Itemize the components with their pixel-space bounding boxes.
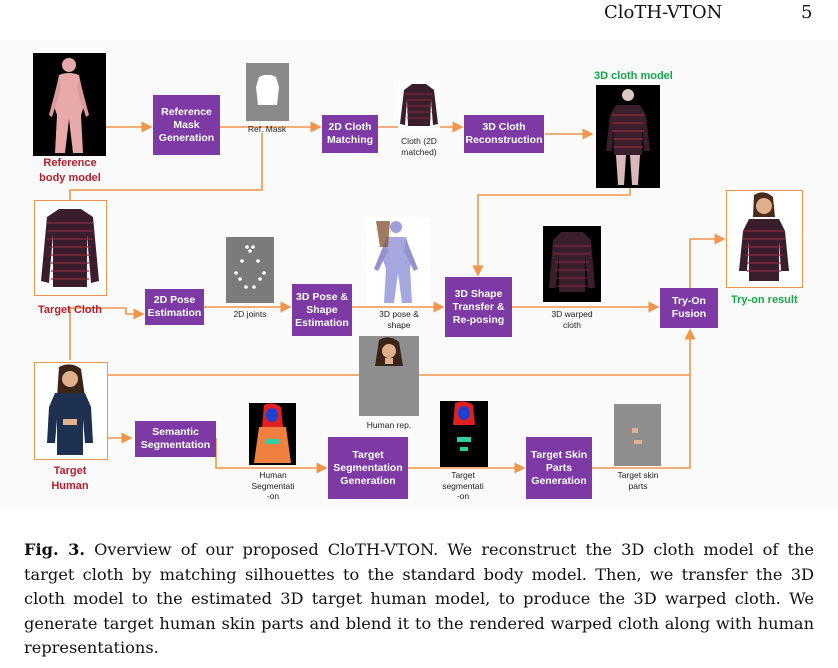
warped-cloth-3d-image xyxy=(543,226,601,302)
figure-caption: Fig. 3. Overview of our proposed CloTH-V… xyxy=(24,538,814,661)
tryon-fusion-box: Try-On Fusion xyxy=(660,288,718,328)
target-seg-image xyxy=(440,401,488,467)
pose-estimation-box: 2D Pose Estimation xyxy=(145,289,204,325)
pose-shape-estimation-box: 3D Pose & Shape Estimation xyxy=(292,284,352,336)
cloth-2d-image xyxy=(398,80,440,130)
reference-body-image xyxy=(33,53,106,156)
pose-shape-3d-label: 3D pose & shape xyxy=(379,309,419,330)
pose-shape-3d-image xyxy=(366,217,430,305)
target-human-frame xyxy=(34,362,108,460)
target-cloth-label: Target Cloth xyxy=(38,304,102,316)
caption-label: Fig. 3. xyxy=(24,540,86,559)
reference-mask-generation-box: Reference Mask Generation xyxy=(153,95,220,155)
target-skin-label: Target skin parts xyxy=(617,470,659,491)
page-number: 5 xyxy=(801,2,813,23)
human-seg-image xyxy=(249,403,296,465)
reference-mask-image xyxy=(246,63,289,121)
shape-transfer-box: 3D Shape Transfer & Re-posing xyxy=(445,277,512,337)
ref-mask-label: Ref. Mask xyxy=(247,124,287,134)
tryon-result-frame xyxy=(726,190,803,288)
joints-2d-image xyxy=(226,237,274,303)
target-human-label: Target Human xyxy=(51,465,89,492)
caption-text: Overview of our proposed CloTH-VTON. We … xyxy=(24,540,814,657)
pipeline-figure: Reference body model Reference Mask Gene… xyxy=(0,40,838,510)
page-header: CloTH-VTON 5 xyxy=(0,2,838,26)
running-title: CloTH-VTON xyxy=(604,2,723,23)
target-seg-gen-box: Target Segmentation Generation xyxy=(328,437,408,499)
cloth-reconstruction-box: 3D Cloth Reconstruction xyxy=(464,115,544,153)
joints-2d-label: 2D joints xyxy=(233,309,267,319)
cloth-model-3d-image xyxy=(596,85,660,188)
cloth-matching-box: 2D Cloth Matching xyxy=(322,115,378,153)
target-seg-label: Target segmentati -on xyxy=(442,470,484,501)
human-rep-label: Human rep. xyxy=(366,420,412,430)
target-skin-image xyxy=(614,404,661,466)
cloth-model-3d-label: 3D cloth model xyxy=(594,70,673,82)
semantic-segmentation-box: Semantic Segmentation xyxy=(135,421,216,457)
human-rep-image xyxy=(359,336,419,416)
cloth-2d-label: Cloth (2D matched) xyxy=(401,136,437,157)
human-seg-label: Human Segmentati -on xyxy=(251,470,295,501)
reference-body-label: Reference body model xyxy=(39,157,101,184)
skin-parts-gen-box: Target Skin Parts Generation xyxy=(526,437,592,499)
target-cloth-frame xyxy=(34,200,107,296)
flow-arrows xyxy=(69,121,726,474)
warped-cloth-3d-label: 3D warped cloth xyxy=(551,309,593,330)
tryon-result-label: Try-on result xyxy=(731,294,798,306)
